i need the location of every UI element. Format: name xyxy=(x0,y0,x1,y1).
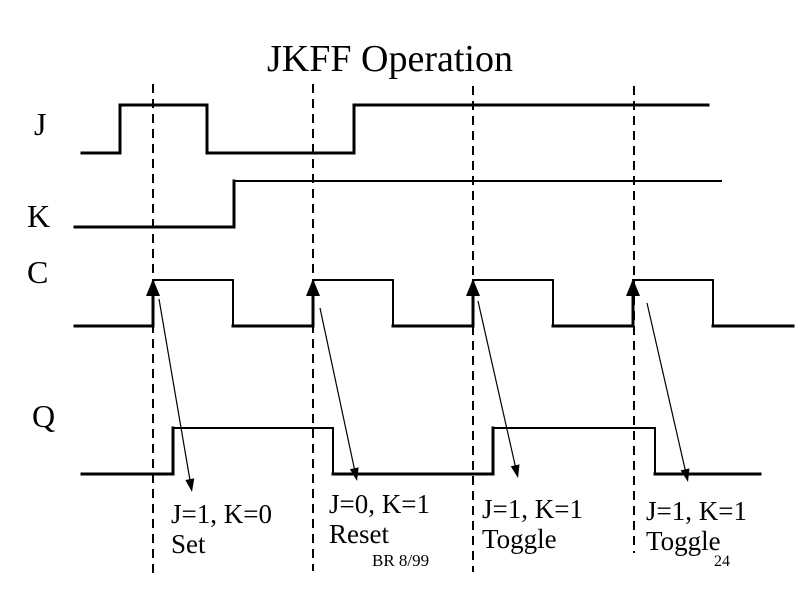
footer-credit: BR 8/99 xyxy=(372,551,430,570)
annotation-arrow-shaft xyxy=(477,300,517,470)
signal-C-waveform xyxy=(391,281,475,328)
signal-C-label: C xyxy=(27,254,48,290)
signal-C-waveform xyxy=(632,279,714,327)
signal-C-waveform xyxy=(73,281,155,328)
annotation-line: Set xyxy=(171,529,206,559)
annotation-arrow-shaft xyxy=(646,302,687,474)
signal-K-label: K xyxy=(27,198,50,234)
clock-edge-up-arrow-icon xyxy=(306,279,320,296)
annotation-line: J=1, K=1 xyxy=(482,494,583,524)
annotation-arrowhead-icon xyxy=(185,478,195,492)
annotation-line: J=1, K=0 xyxy=(171,499,272,529)
signal-Q-label: Q xyxy=(32,398,55,434)
signal-Q-waveform xyxy=(80,426,175,476)
signal-C-waveform xyxy=(231,281,315,328)
signal-Q-waveform xyxy=(331,426,495,476)
annotation-line: Toggle xyxy=(646,526,721,556)
signal-C-waveform xyxy=(152,279,234,327)
annotation-arrowhead-icon xyxy=(349,467,359,481)
annotation-line: J=1, K=1 xyxy=(646,496,747,526)
annotation-line: Toggle xyxy=(482,524,557,554)
signal-J-waveform xyxy=(80,103,710,155)
clock-edge-up-arrow-icon xyxy=(626,279,640,296)
signal-Q-waveform xyxy=(172,427,334,475)
annotation-arrow-shaft xyxy=(319,307,356,473)
signal-J-label: J xyxy=(34,106,46,142)
annotation-arrowhead-icon xyxy=(680,468,690,482)
clock-edge-up-arrow-icon xyxy=(466,279,480,296)
signal-C-waveform xyxy=(312,279,394,327)
signal-C-waveform xyxy=(472,279,554,327)
clock-edge-up-arrow-icon xyxy=(146,279,160,296)
signal-C-waveform xyxy=(551,281,635,328)
annotation-arrowhead-icon xyxy=(510,464,520,478)
annotation-line: J=0, K=1 xyxy=(329,489,430,519)
page-number: 24 xyxy=(714,553,730,570)
signal-Q-waveform xyxy=(492,427,656,475)
slide-title: JKFF Operation xyxy=(267,38,513,80)
annotation-line: Reset xyxy=(329,519,389,549)
signal-K-waveform xyxy=(73,179,236,229)
annotation-arrow-shaft xyxy=(158,298,192,484)
